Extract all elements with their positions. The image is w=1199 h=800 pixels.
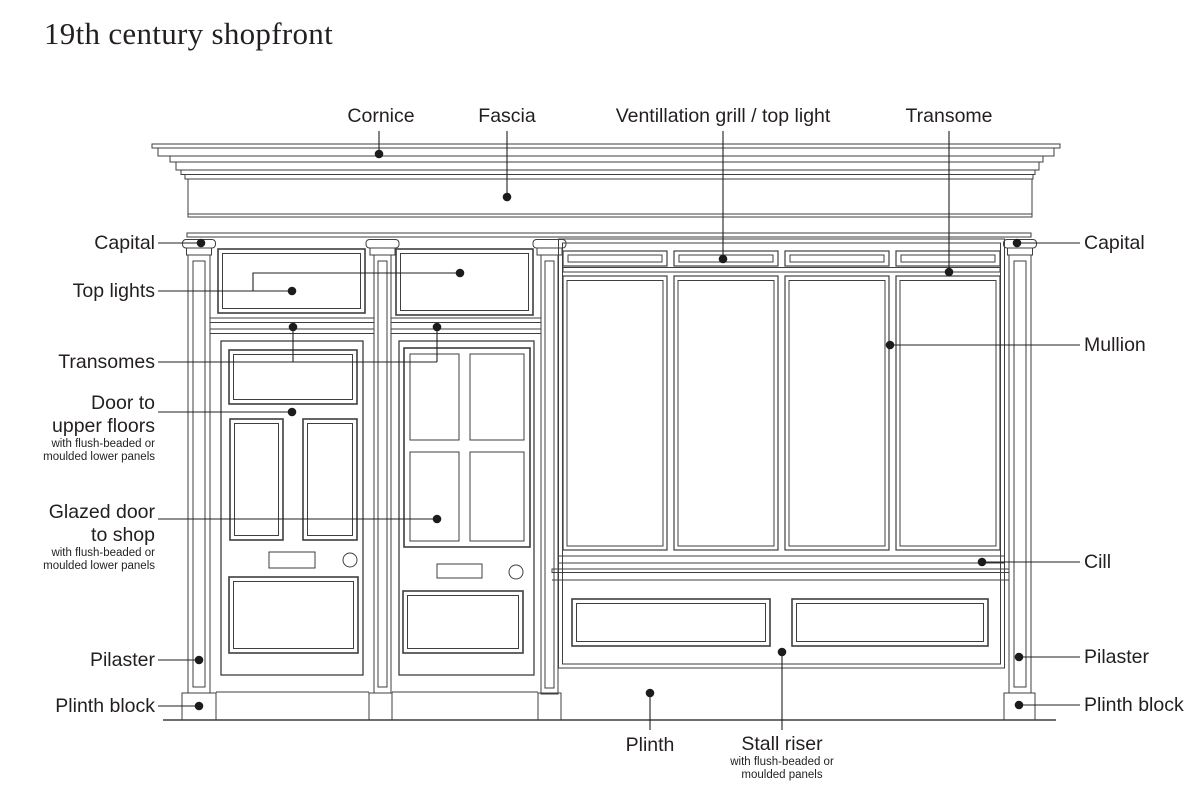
capitals — [182, 239, 1037, 256]
label-glazed-door-sub1: with flush-beaded or — [51, 547, 155, 559]
door-knob-1 — [342, 552, 358, 568]
label-fascia: Fascia — [478, 105, 536, 127]
fascia — [186, 178, 1033, 238]
plinth-block-mid1 — [368, 692, 393, 721]
callout-ventilation — [718, 131, 728, 264]
label-door-upper-sub2: moulded lower panels — [43, 451, 155, 463]
label-stall-riser-sub1: with flush-beaded or — [730, 756, 834, 768]
callout-plinth-block-right — [1014, 700, 1080, 710]
callout-mullion — [885, 340, 1080, 350]
label-glazed-door: Glazed door to shop with flush-beaded or… — [43, 501, 155, 573]
label-stall-riser-text: Stall riser — [741, 733, 823, 755]
stall-riser — [571, 598, 989, 647]
callout-transome-top — [944, 131, 954, 277]
plinth-blocks — [181, 692, 1036, 721]
pilaster-left — [187, 254, 211, 694]
label-top-lights: Top lights — [72, 280, 155, 302]
label-glazed-door-sub2: moulded lower panels — [43, 560, 155, 572]
transome-bar-2 — [390, 317, 542, 323]
label-cill: Cill — [1084, 551, 1112, 573]
window-bay-3 — [784, 250, 890, 551]
door-upper-bay — [209, 248, 375, 693]
callout-capital-left — [158, 238, 206, 248]
label-cornice: Cornice — [347, 105, 415, 127]
label-door-upper: Door to upper floors with flush-beaded o… — [43, 392, 155, 464]
window-bay-1 — [562, 250, 668, 551]
transome-bar-1 — [209, 317, 375, 323]
label-glazed-door-line1: Glazed door — [48, 501, 155, 523]
label-glazed-door-line2: to shop — [91, 524, 155, 546]
window-bay-2 — [673, 250, 779, 551]
label-stall-riser-sub2: moulded panels — [741, 769, 823, 781]
letter-plate-1 — [268, 551, 316, 569]
window-bay-4 — [895, 250, 1001, 551]
label-mullion: Mullion — [1084, 334, 1146, 356]
label-ventilation-grill: Ventillation grill / top light — [615, 105, 831, 127]
capital-mid1 — [365, 239, 400, 256]
door-leaf-1 — [220, 340, 364, 676]
door-knob-2 — [508, 564, 524, 580]
label-door-upper-line1: Door to — [91, 392, 155, 414]
callout-plinth — [645, 688, 655, 730]
label-plinth-block-left: Plinth block — [55, 695, 155, 717]
label-capital-right: Capital — [1084, 232, 1145, 254]
label-capital-left: Capital — [94, 232, 155, 254]
callout-door-upper — [158, 407, 297, 417]
glazing-frame — [403, 347, 531, 548]
label-pilaster-right: Pilaster — [1084, 646, 1150, 668]
top-light-2 — [395, 248, 534, 316]
label-pilaster-left: Pilaster — [89, 649, 155, 671]
window-section — [551, 238, 1010, 669]
label-plinth-block-right: Plinth block — [1084, 694, 1184, 716]
callouts — [158, 131, 1080, 730]
page-title: 19th century shopfront — [44, 16, 333, 51]
callout-top-lights — [158, 268, 465, 296]
label-door-upper-sub1: with flush-beaded or — [51, 438, 155, 450]
label-plinth: Plinth — [625, 734, 675, 756]
label-transomes: Transomes — [58, 351, 155, 373]
callout-plinth-block-left — [158, 701, 204, 711]
callout-transomes — [158, 322, 442, 363]
cill — [551, 555, 1010, 581]
label-transome-top: Transome — [905, 105, 993, 127]
callout-pilaster-right — [1014, 652, 1080, 662]
callout-cornice — [374, 131, 384, 159]
callout-pilaster-left — [158, 655, 204, 665]
callout-capital-right — [1012, 238, 1080, 248]
glazed-door-bay — [390, 248, 542, 693]
pilaster-mid1 — [373, 254, 392, 694]
window-transome — [562, 267, 1001, 273]
callout-stall-riser — [777, 647, 787, 730]
pilaster-mid2 — [540, 254, 559, 695]
callout-fascia — [502, 131, 512, 202]
label-door-upper-line2: upper floors — [52, 415, 155, 437]
capital-mid2 — [532, 239, 567, 256]
letter-plate-2 — [436, 563, 483, 579]
label-stall-riser: Stall riser with flush-beaded or moulded… — [730, 733, 834, 782]
callout-glazed-door — [158, 514, 442, 524]
pilasters — [187, 254, 1032, 695]
top-light-1 — [217, 248, 366, 314]
cornice — [151, 143, 1061, 180]
pilaster-right — [1008, 254, 1032, 694]
door-leaf-2 — [398, 340, 535, 676]
plinth-block-mid2 — [537, 692, 562, 721]
callout-cill — [977, 557, 1080, 567]
